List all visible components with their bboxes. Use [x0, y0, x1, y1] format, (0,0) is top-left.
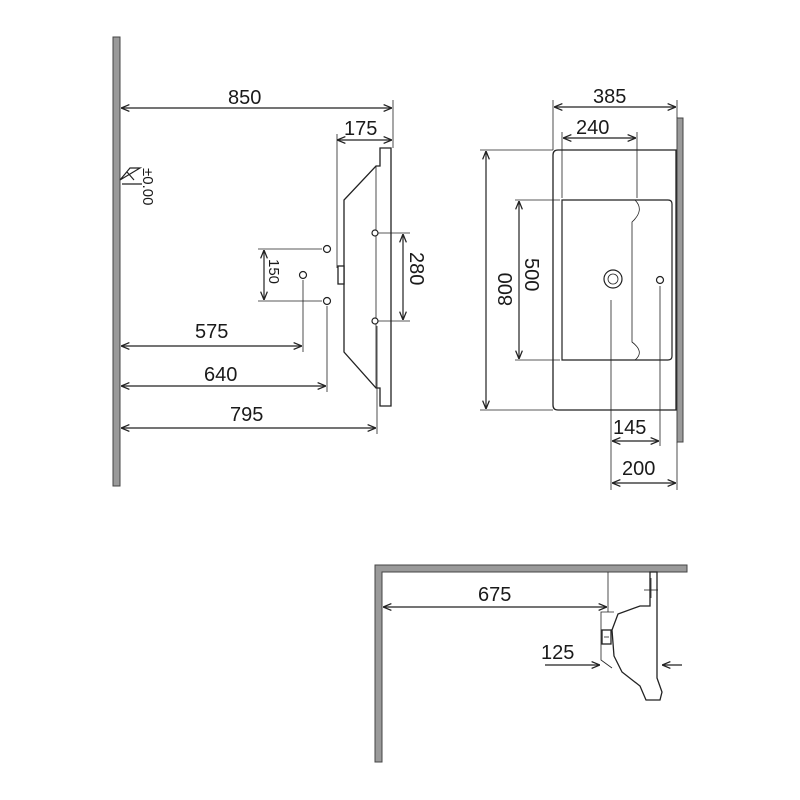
level-label: ±0.00 — [139, 168, 156, 205]
drain-icon — [603, 269, 623, 289]
front-wall — [112, 36, 121, 487]
dim-label-200: 200 — [622, 458, 655, 480]
tap-hole-top — [322, 244, 332, 254]
dim-label-800: 800 — [495, 273, 517, 306]
tap-hole-bottom — [322, 296, 332, 306]
mount-hole-bottom — [371, 317, 379, 325]
dim-label-575: 575 — [195, 321, 228, 343]
side-section-view: 675 125 — [374, 564, 688, 763]
dim-label-640: 640 — [204, 364, 237, 386]
mount-hole-top — [371, 229, 379, 237]
basin-side-profile — [298, 147, 392, 407]
dim-label-150: 150 — [265, 259, 282, 284]
dim-label-675: 675 — [478, 584, 511, 606]
dim-label-850: 850 — [228, 87, 261, 109]
tap-hole-mid — [298, 270, 308, 280]
side-wall — [374, 564, 688, 763]
dim-label-240: 240 — [576, 117, 609, 139]
dim-label-125: 125 — [541, 642, 574, 664]
basin-top-outline — [552, 149, 677, 411]
dim-label-145: 145 — [613, 417, 646, 439]
dim-label-500: 500 — [520, 258, 542, 291]
top-wall — [676, 117, 684, 443]
dim-label-280: 280 — [405, 252, 427, 285]
dim-label-795: 795 — [230, 404, 263, 426]
dim-label-385: 385 — [593, 86, 626, 108]
tap-hole-icon — [655, 275, 665, 285]
top-view: 385 240 800 500 145 200 — [480, 86, 684, 490]
level-triangle-icon — [119, 167, 143, 181]
basin-section — [600, 571, 663, 701]
front-view: ±0.00 850 175 150 280 — [112, 36, 427, 487]
dim-label-175: 175 — [344, 118, 377, 140]
